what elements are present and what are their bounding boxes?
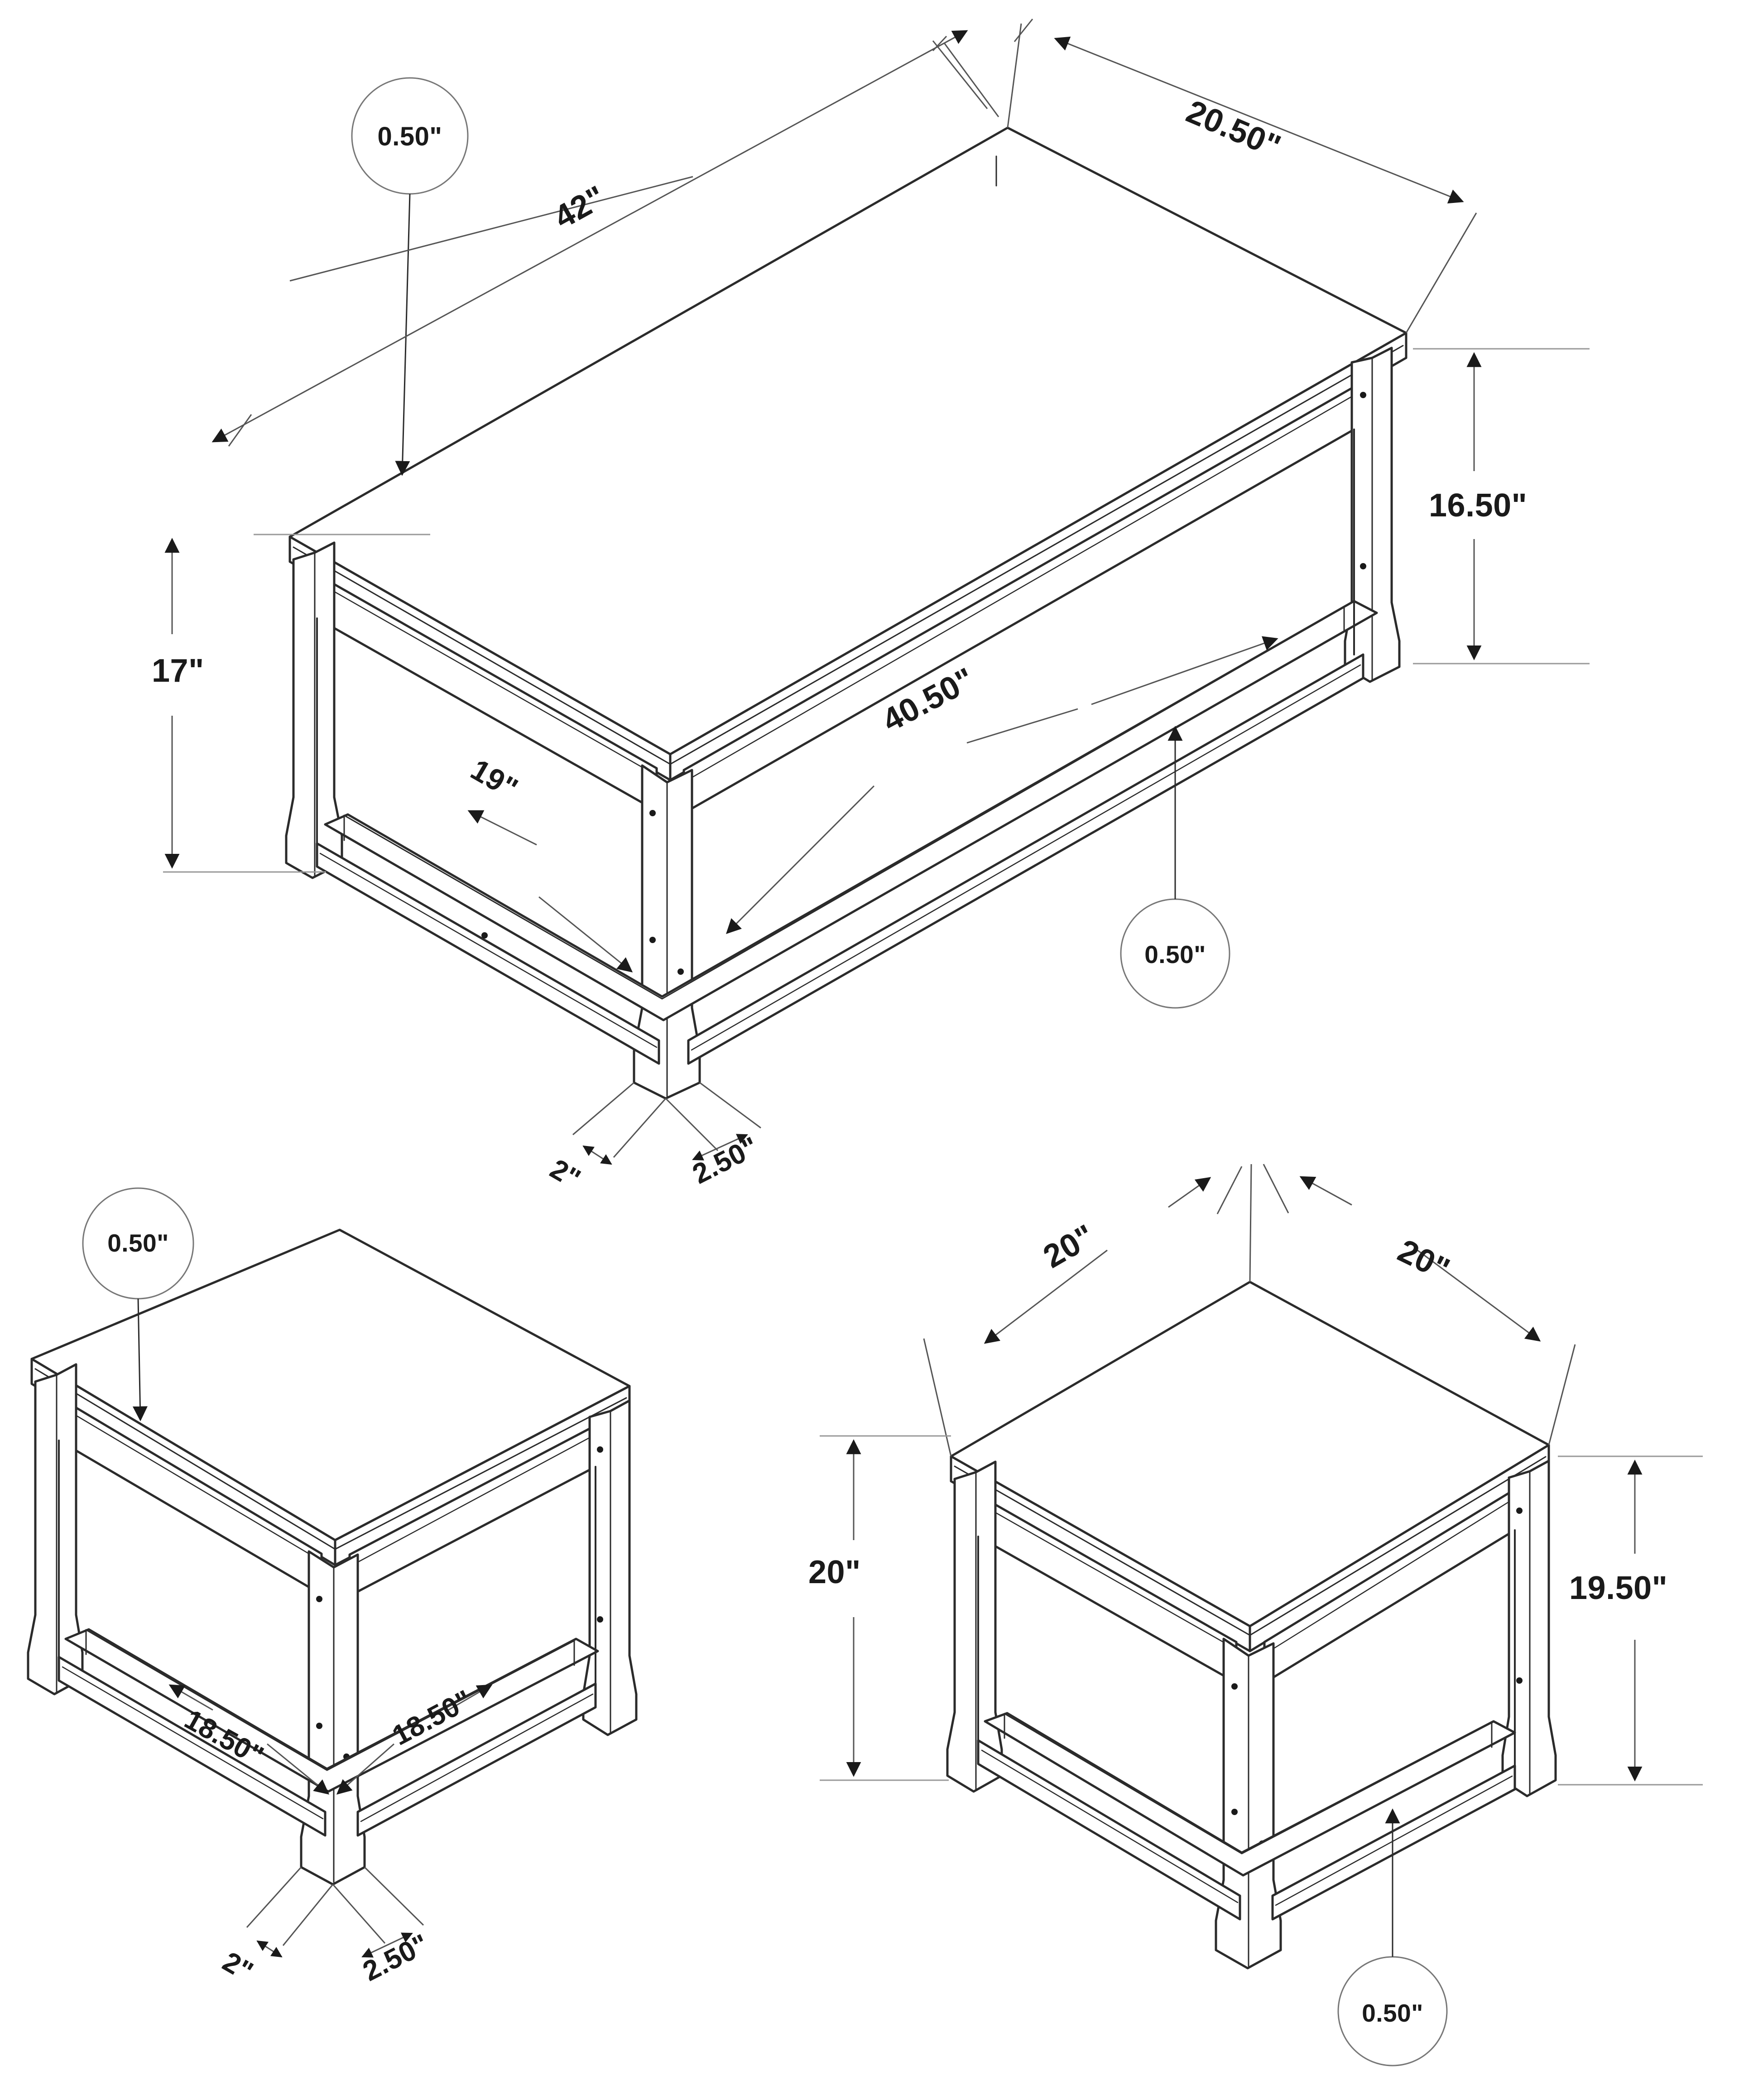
label-coffee-balloon-top: 0.50"	[377, 122, 442, 151]
label-endright-height-20: 20"	[808, 1554, 861, 1590]
end-table-left-dimension-lines	[82, 1187, 493, 1958]
label-coffee-height-1650: 16.50"	[1429, 487, 1528, 524]
coffee-table-dimension-lines	[163, 19, 1590, 1165]
end-table-right-dimension-lines	[820, 1164, 1703, 2066]
end-table-right-drawing	[946, 1281, 1557, 1970]
coffee-table-drawing	[285, 126, 1408, 1100]
label-endleft-balloon-top: 0.50"	[107, 1229, 169, 1257]
label-endright-height-1950: 19.50"	[1569, 1570, 1668, 1606]
end-table-left-drawing	[27, 1228, 638, 1886]
label-endright-balloon-shelf: 0.50"	[1362, 1999, 1423, 2027]
label-coffee-balloon-shelf: 0.50"	[1144, 940, 1206, 968]
label-coffee-height-17: 17"	[152, 653, 204, 689]
